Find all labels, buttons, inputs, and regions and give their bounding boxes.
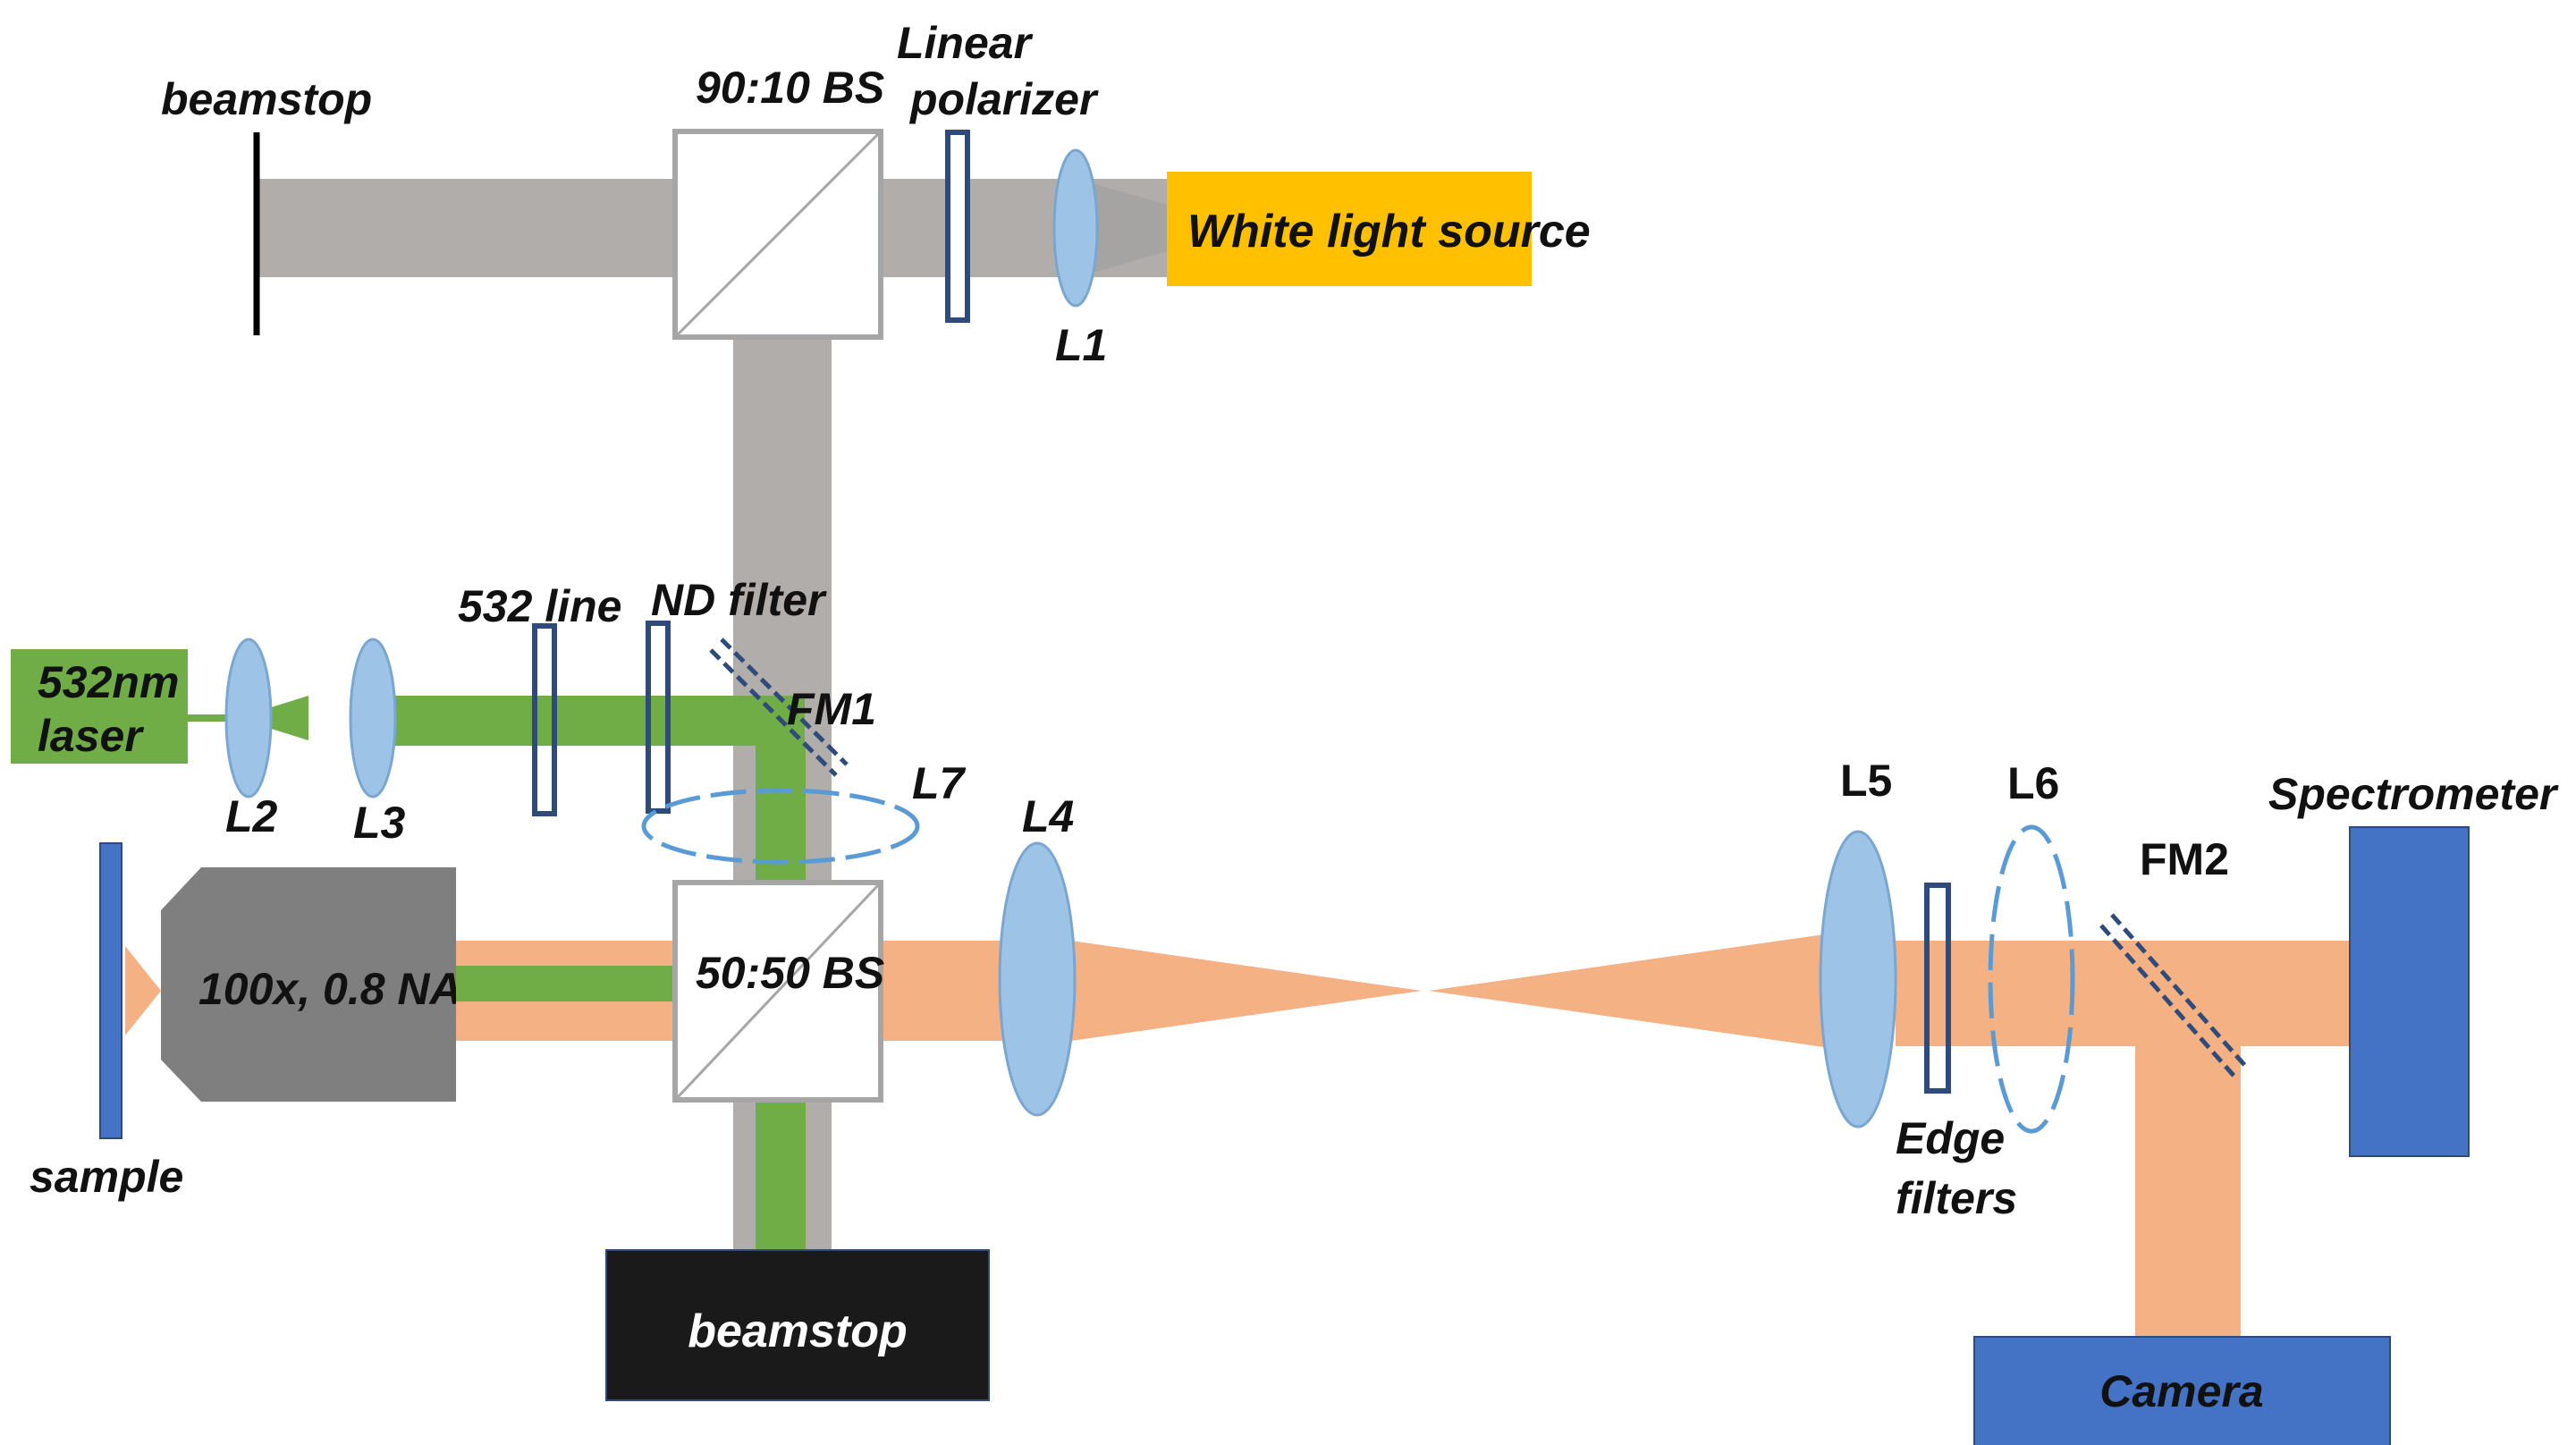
white-beam-cone <box>1077 179 1176 277</box>
white-light-source-label: White light source <box>1187 206 1591 258</box>
l4-label: L4 <box>1022 791 1074 841</box>
lens-l1 <box>1052 148 1099 308</box>
laser-label-2: laser <box>38 711 144 761</box>
flip-mirror-fm1 <box>709 638 849 777</box>
signal-beam-to-camera <box>2135 941 2241 1343</box>
beamsplitter-50-50 <box>672 880 883 1103</box>
laser-label-1: 532nm <box>38 657 179 707</box>
edge-filters <box>1924 883 1951 1094</box>
spectrometer <box>2349 826 2470 1157</box>
camera <box>1973 1336 2391 1445</box>
line-532-label: 532 line <box>458 581 621 631</box>
filter-532-line <box>532 623 557 816</box>
nd-filter <box>646 621 671 814</box>
l1-label: L1 <box>1055 320 1107 370</box>
linear-polarizer-label-2: polarizer <box>908 74 1099 124</box>
nd-filter-label: ND filter <box>651 575 827 625</box>
signal-beam-bs-to-l4 <box>881 941 1006 1041</box>
signal-beam-to-spectrometer <box>1896 941 2352 1046</box>
flip-lens-l7 <box>641 788 920 865</box>
signal-focus-right <box>1429 934 1824 1047</box>
l2-label: L2 <box>225 791 278 841</box>
laser-expand-cone <box>237 696 308 740</box>
sample <box>99 842 122 1139</box>
white-light-source <box>1167 172 1532 286</box>
lens-l5 <box>1819 830 1897 1128</box>
lens-l3 <box>349 638 397 799</box>
l6-label: L6 <box>2007 758 2059 808</box>
laser-beam-down-lower <box>756 1103 806 1255</box>
objective-100x <box>161 867 456 1102</box>
signal-focus-left <box>1071 941 1422 1041</box>
camera-label: Camera <box>2099 1366 2263 1416</box>
l7-label: L7 <box>912 758 967 808</box>
l3-label: L3 <box>353 798 406 848</box>
laser-beams <box>183 696 806 1255</box>
laser-beam-horizontal <box>393 696 805 746</box>
linear-polarizer <box>945 130 970 323</box>
lens-l2 <box>224 638 273 799</box>
l5-label: L5 <box>1840 756 1892 806</box>
laser-thin-beam <box>183 714 237 722</box>
flip-lens-l6 <box>1988 824 2075 1134</box>
beam-overlay-green <box>456 966 675 1001</box>
sample-cone <box>125 946 161 1035</box>
spectrometer-label: Spectrometer <box>2268 769 2559 819</box>
beamstop-bottom <box>605 1249 990 1401</box>
edge-filters-label-2: filters <box>1896 1173 2017 1223</box>
beamstop-top-label: beamstop <box>161 74 372 124</box>
beamsplitter-90-10 <box>672 129 883 340</box>
bs-50-50-label: 50:50 BS <box>696 948 884 998</box>
fm1-label: FM1 <box>787 684 876 734</box>
linear-polarizer-label-1: Linear <box>897 18 1034 68</box>
fm2-label: FM2 <box>2140 834 2229 884</box>
laser-532nm <box>11 649 188 764</box>
sample-label: sample <box>30 1152 183 1202</box>
objective-label: 100x, 0.8 NA <box>198 964 462 1014</box>
bs-90-10-label: 90:10 BS <box>696 63 884 113</box>
lens-l4 <box>998 841 1077 1117</box>
flip-mirror-fm2 <box>2099 913 2248 1079</box>
laser-beam-down-mid <box>756 814 806 883</box>
beamstop-bottom-label: beamstop <box>688 1306 908 1357</box>
edge-filters-label-1: Edge <box>1896 1113 2005 1163</box>
